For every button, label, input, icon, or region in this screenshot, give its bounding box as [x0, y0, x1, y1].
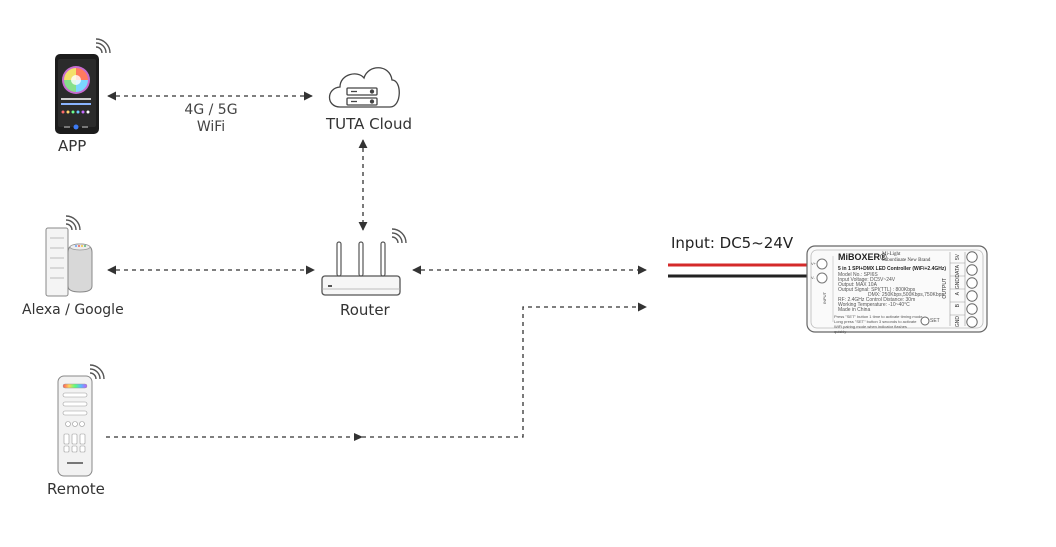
label-alexa: Alexa / Google: [22, 302, 124, 318]
smart-speaker-icon: [45, 227, 93, 297]
set-button[interactable]: [920, 316, 930, 326]
terminal-label: V-: [811, 275, 815, 280]
controller-brand: MiBOXER®: [838, 252, 887, 262]
remote-wifi-icon: [89, 364, 105, 380]
controller-note: Long press "SET" button 3 seconds to act…: [834, 319, 917, 334]
label-app: APP: [58, 137, 87, 155]
controller-note: Press "SET" button 1 time to activate ti…: [834, 314, 923, 319]
controller-device: [806, 245, 988, 333]
spec-line: Model No.: SPI6S: [838, 272, 878, 278]
phone-wifi-icon: [95, 38, 111, 54]
input-voltage-label: Input: DC5~24V: [671, 234, 794, 252]
spec-line: Made in China: [838, 307, 871, 313]
spec-line: Input Voltage: DC5V~24V: [838, 277, 896, 283]
label-remote: Remote: [47, 480, 105, 498]
controller-output-label: OUTPUT: [942, 278, 948, 299]
pin-label: GND: [955, 278, 961, 290]
link-label-wifi: WiFi: [196, 119, 226, 135]
speaker-wifi-icon: [65, 215, 81, 231]
router-wifi-icon: [391, 228, 407, 244]
spec-line: DMX: 250Kbps,500Kbps,750Kbps: [868, 292, 944, 298]
spec-line: RF: 2.4GHz Control Distance: 30m: [838, 297, 916, 303]
remote-icon: [57, 375, 93, 477]
link-remote-controller: [106, 302, 647, 438]
link-label-network: 4G / 5G: [184, 102, 238, 118]
pin-label: GND: [955, 316, 961, 328]
label-router: Router: [340, 301, 390, 319]
pin-label: DATA: [955, 265, 961, 278]
cloud-icon: [328, 67, 400, 108]
controller-input-side-label: INPUT: [822, 292, 827, 304]
phone-icon: [55, 54, 99, 134]
remote-midpoint-arrow: [354, 433, 363, 441]
spec-line: Working Temperature: -10~40°C: [838, 302, 910, 308]
router-icon: [321, 241, 401, 296]
spec-line: Output Signal: SPI(TTL) : 800Kbps: [838, 287, 916, 293]
spec-line: Output: MAX 10A: [838, 282, 877, 288]
controller-sub2: Subordinate New Brand: [882, 258, 931, 263]
controller-sub1: Mi-Light: [882, 252, 901, 257]
label-cloud: TUTA Cloud: [325, 115, 412, 133]
controller-model-title: 5 in 1 SPI+DMX LED Controller (WiFi+2.4G…: [838, 266, 947, 272]
pin-label: 5V: [955, 254, 961, 261]
terminal-label: V+: [811, 261, 817, 266]
pin-label: A: [955, 292, 961, 296]
pin-label: B: [955, 304, 961, 308]
set-button-label: SET: [930, 318, 940, 324]
